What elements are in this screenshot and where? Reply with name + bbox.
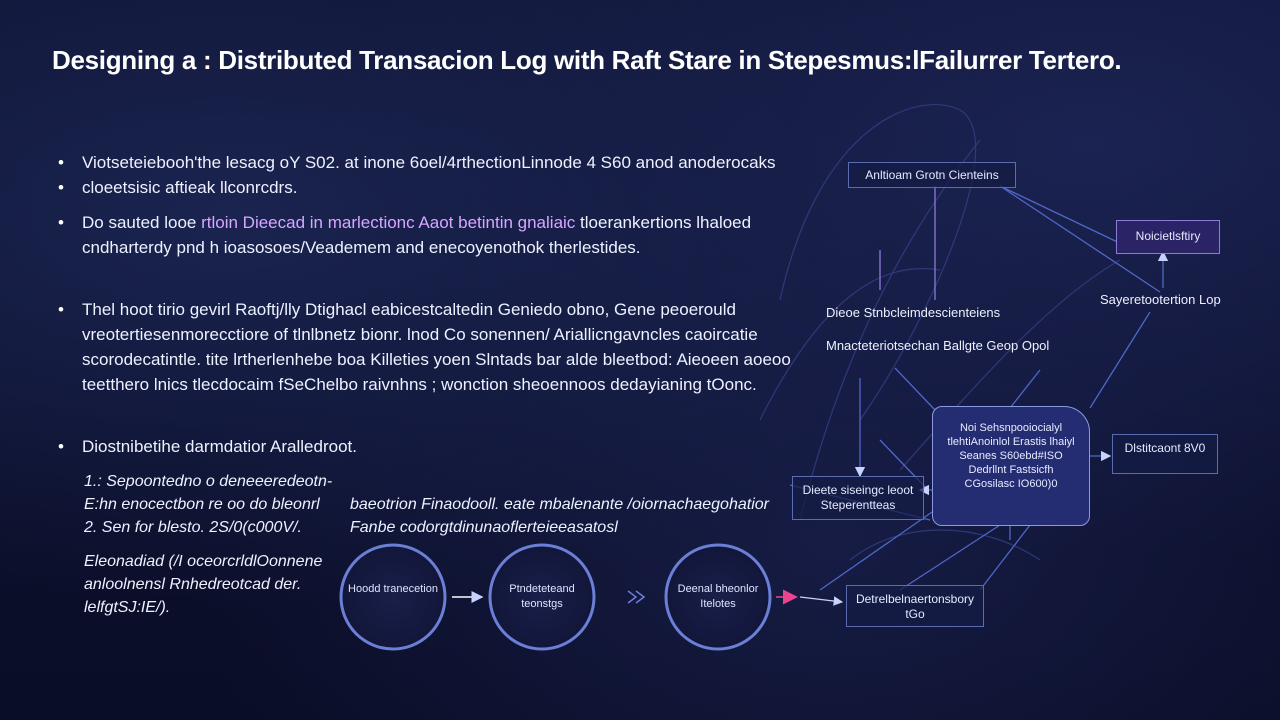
diagram-label: Mnacteteriotsechan Ballgte Geop Opol <box>826 338 1050 353</box>
diagram-label: Dieoe Stnbcleimdescienteiens <box>826 305 1001 320</box>
numbered-left: E:hn enocectbon re oo do bleonrl <box>84 496 320 513</box>
bullet-item: Viotseteiebooh'the lesacg oY S02. at ino… <box>54 150 814 175</box>
diagram-node-top: Anltioam Grotn Cienteins <box>848 162 1016 188</box>
connector-lines <box>789 185 1169 591</box>
bullet-item: cloeetsisic aftieak llconrcdrs. <box>54 175 814 200</box>
bullet-highlight: rtloin Dieecad in marlectionc Aaot betin… <box>201 213 576 232</box>
bullet-text: tloerankertions lhaloed cndharterdy pnd … <box>82 213 752 257</box>
pipeline-circles <box>339 543 772 651</box>
diagram-node-bottom: Detrelbelnaertonsbory tGo <box>846 585 984 627</box>
bullet-item: Thel hoot tirio gevirl Raoftj/lly Dtigha… <box>54 297 814 397</box>
pipeline-step-label: Deenal bheonlor Itelotes <box>677 583 759 610</box>
numbered-right <box>350 470 814 493</box>
numbered-right: baeotrion Finaodooll. eate mbalenante /o… <box>350 496 769 513</box>
numbered-list: 1.: Sepoontedno o deneeeredeotn- E:hn en… <box>84 470 814 539</box>
diagram-node-left: Dieete siseingc leoot Steperentteas <box>792 476 924 520</box>
bullet-list: Viotseteiebooh'the lesacg oY S02. at ino… <box>54 150 814 459</box>
pipeline-step-label: Hoodd tranecetion <box>348 583 438 595</box>
footnote-text: Eleonadiad (/I oceorcrldlOonnene anlooln… <box>84 553 323 616</box>
diagram-label: Sayeretootertion Lop <box>1100 292 1221 307</box>
numbered-left: 2. Sen for blesto. 2S/0(c000V/. <box>84 519 302 536</box>
diagram-node-purple: Noicietlsftiry <box>1116 220 1220 254</box>
pipeline-step-label: Ptndeteteand teonstgs <box>509 583 575 610</box>
slide-title: Designing a : Distributed Transacion Log… <box>52 45 1122 75</box>
numbered-row: 1.: Sepoontedno o deneeeredeotn- <box>84 470 814 493</box>
numbered-right: Fanbe codorgtdinunaoflerteieeasatosl <box>350 519 618 536</box>
bullet-text: Do sauted looe <box>82 213 202 232</box>
bullet-item: Do sauted looe rtloin Dieecad in marlect… <box>54 210 814 260</box>
numbered-left: 1.: Sepoontedno o deneeeredeotn- <box>84 473 333 490</box>
numbered-row: E:hn enocectbon re oo do bleonrl baeotri… <box>84 493 814 516</box>
numbered-row: 2. Sen for blesto. 2S/0(c000V/. Fanbe co… <box>84 516 814 539</box>
diagram-node-main: Noi Sehsnpooiocialyl tlehtiAnoinlol Eras… <box>932 406 1090 526</box>
pipeline-arrows <box>452 589 844 606</box>
bullet-item: Diostnibetihe darmdatior Aralledroot. <box>54 434 814 459</box>
diagram-node-right: Dlstitcaont 8V0 <box>1112 434 1218 474</box>
